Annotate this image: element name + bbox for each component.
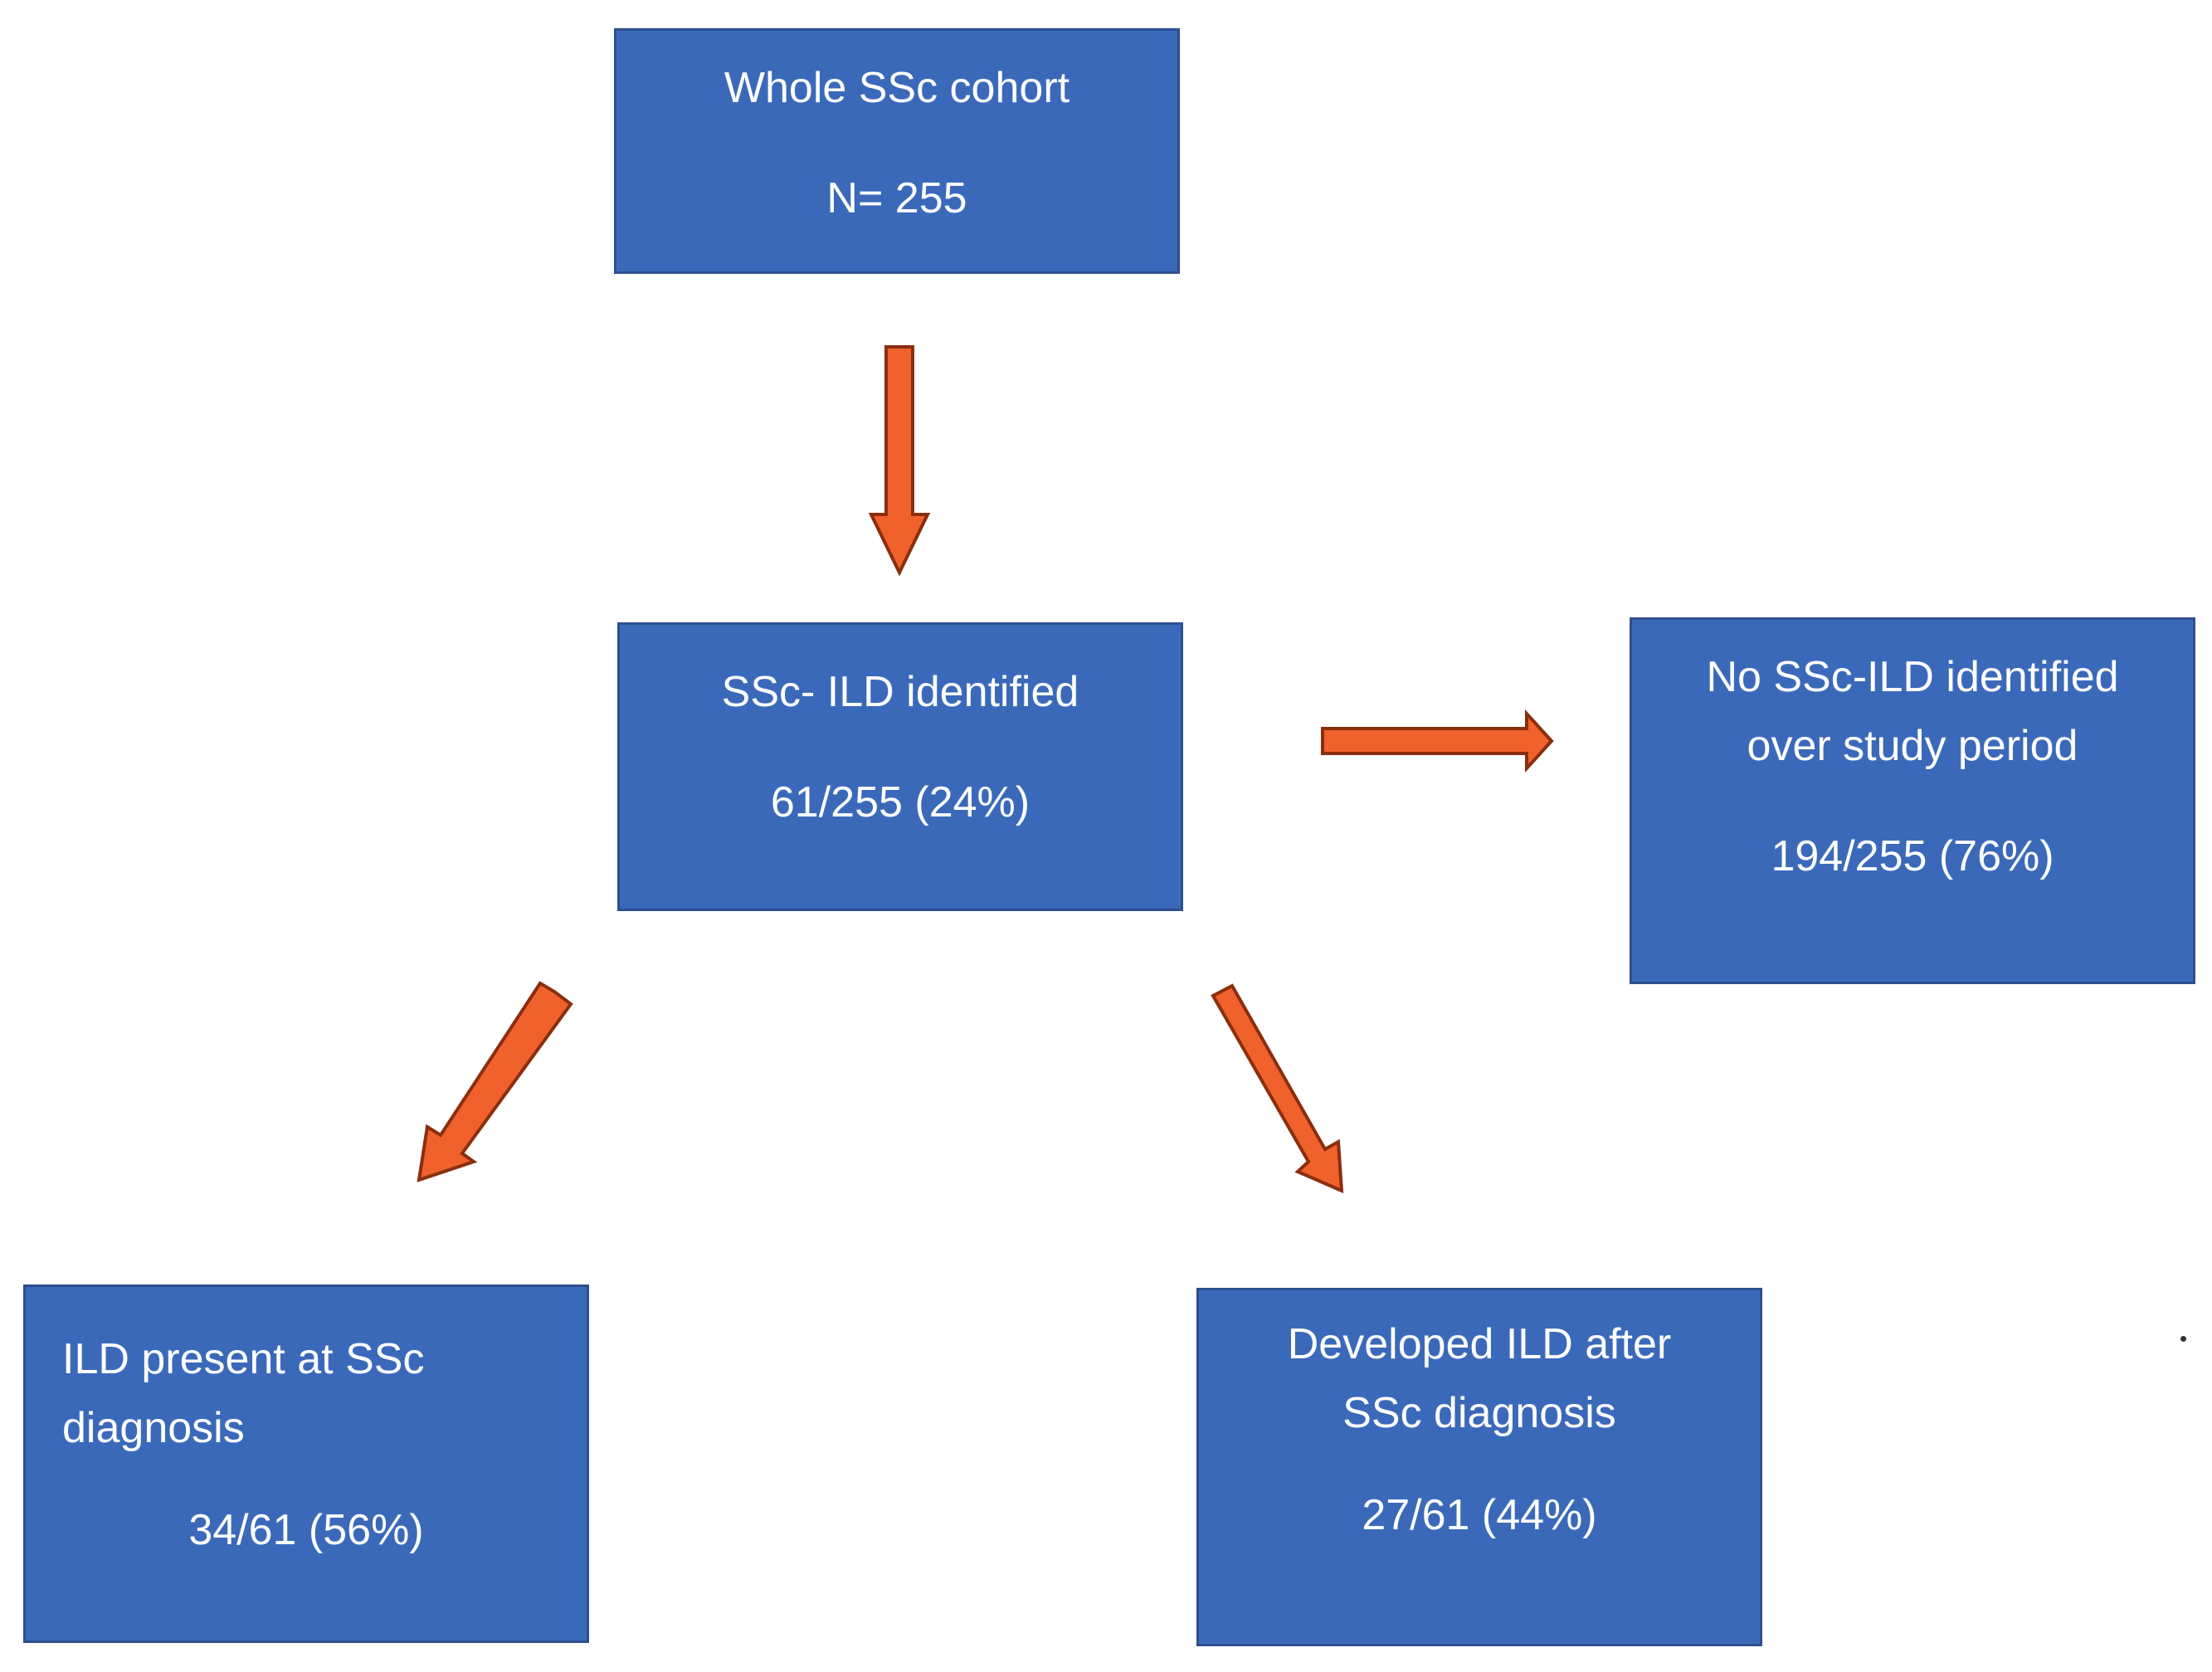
node-ild-present-title: ILD present at SSc bbox=[62, 1335, 425, 1383]
node-developed-ild-subtitle: SSc diagnosis bbox=[1342, 1389, 1616, 1438]
node-no-ssc-ild-count: 194/255 (76%) bbox=[1771, 832, 2054, 881]
node-whole-cohort: Whole SSc cohort N= 255 bbox=[614, 28, 1180, 274]
node-whole-cohort-title: Whole SSc cohort bbox=[724, 64, 1070, 112]
node-ild-present-at-diagnosis: ILD present at SSc diagnosis 34/61 (56%) bbox=[23, 1284, 589, 1643]
node-ssc-ild-identified: SSc- ILD identified 61/255 (24%) bbox=[617, 622, 1183, 911]
node-no-ssc-ild-subtitle: over study period bbox=[1747, 722, 2078, 771]
node-developed-ild-after-diagnosis: Developed ILD after SSc diagnosis 27/61 … bbox=[1196, 1288, 1762, 1646]
arrow-cohort-to-ild bbox=[868, 345, 931, 577]
node-ild-present-count: 34/61 (56%) bbox=[188, 1506, 424, 1555]
arrow-ild-to-developed bbox=[1211, 983, 1344, 1194]
arrow-ild-to-no-ild bbox=[1321, 709, 1554, 773]
node-ild-present-subtitle: diagnosis bbox=[62, 1404, 245, 1453]
node-developed-ild-count: 27/61 (44%) bbox=[1362, 1491, 1597, 1540]
node-ssc-ild-identified-title: SSc- ILD identified bbox=[721, 668, 1079, 716]
node-no-ssc-ild-title: No SSc-ILD identified bbox=[1706, 653, 2119, 701]
node-ssc-ild-identified-count: 61/255 (24%) bbox=[770, 778, 1030, 827]
node-developed-ild-title: Developed ILD after bbox=[1287, 1320, 1672, 1368]
node-whole-cohort-count: N= 255 bbox=[826, 174, 967, 223]
arrow-ild-to-present bbox=[417, 981, 573, 1182]
node-no-ssc-ild: No SSc-ILD identified over study period … bbox=[1630, 617, 2195, 984]
stray-dot bbox=[2180, 1336, 2186, 1342]
